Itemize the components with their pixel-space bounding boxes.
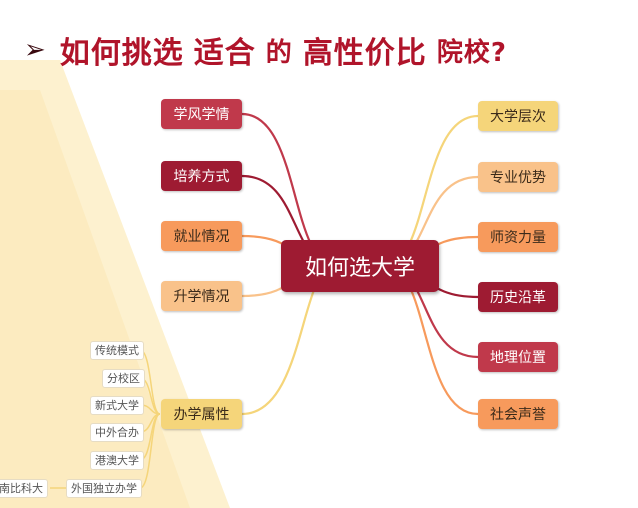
title-part-2: 适合 xyxy=(193,36,256,71)
node-university-level[interactable]: 大学层次 xyxy=(478,101,558,131)
subnode-joint-venture[interactable]: 中外合办 xyxy=(90,423,144,442)
node-major-advantage[interactable]: 专业优势 xyxy=(478,162,558,192)
node-school-type[interactable]: 办学属性 xyxy=(161,399,242,429)
subnode-sustech[interactable]: 南比科大 xyxy=(0,479,48,498)
node-further-study[interactable]: 升学情况 xyxy=(161,281,242,311)
link-sub-6 xyxy=(139,413,161,489)
subnode-foreign-independent[interactable]: 外国独立办学 xyxy=(66,479,142,498)
page-title: ➢ 如何挑选 适合 的 高性价比 院校? xyxy=(24,28,507,72)
subnode-traditional[interactable]: 传统模式 xyxy=(90,341,144,360)
node-reputation[interactable]: 社会声誉 xyxy=(478,399,558,429)
node-employment[interactable]: 就业情况 xyxy=(161,221,242,251)
node-history[interactable]: 历史沿革 xyxy=(478,282,558,312)
title-part-1: 如何挑选 xyxy=(59,36,184,71)
subnode-branch-campus[interactable]: 分校区 xyxy=(102,369,145,388)
subnode-hk-macau[interactable]: 港澳大学 xyxy=(90,451,144,470)
title-part-3: 的 xyxy=(265,37,293,68)
node-faculty-strength[interactable]: 师资力量 xyxy=(478,222,558,252)
title-part-4: 高性价比 xyxy=(302,36,427,71)
central-topic[interactable]: 如何选大学 xyxy=(281,240,439,292)
arrow-bullet-icon: ➢ xyxy=(24,35,46,65)
node-location[interactable]: 地理位置 xyxy=(478,342,558,372)
node-study-atmosphere[interactable]: 学风学情 xyxy=(161,99,242,129)
node-training-method[interactable]: 培养方式 xyxy=(161,161,242,191)
subnode-new-university[interactable]: 新式大学 xyxy=(90,396,144,415)
title-part-5: 院校? xyxy=(436,37,507,68)
